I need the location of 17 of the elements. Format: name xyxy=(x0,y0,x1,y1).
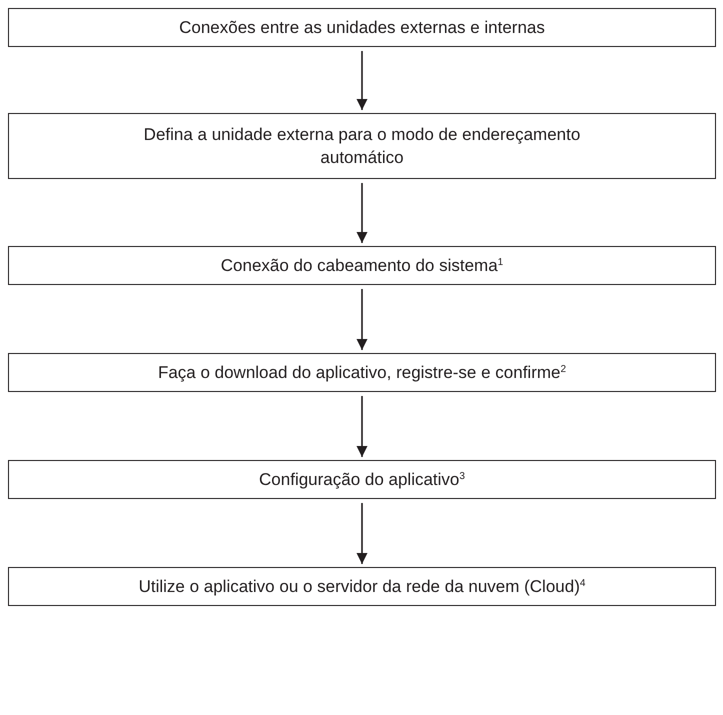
process-box xyxy=(8,246,716,285)
step-text: Conexões entre as unidades externas e internas xyxy=(179,17,545,39)
step-text: Defina a unidade externa para o modo de endereçamento automático xyxy=(142,124,582,169)
arrow xyxy=(356,183,368,243)
process-box xyxy=(8,113,716,179)
process-box xyxy=(8,8,716,47)
arrow xyxy=(356,51,368,110)
arrow xyxy=(356,289,368,350)
step-text: Conexão do cabeamento do sistema$^{1}$ xyxy=(220,255,504,277)
process-box xyxy=(8,460,716,499)
step-text: Utilize o aplicativo ou o servidor da rede da nuvem (Cloud)$^{4}$ xyxy=(138,576,586,598)
step-text: Configuração do aplicativo$^{3}$ xyxy=(259,469,465,491)
step-text: Faça o download do aplicativo, registre-se e confirme$^{2}$ xyxy=(158,362,566,384)
process-box xyxy=(8,567,716,606)
arrow xyxy=(356,396,368,457)
arrow xyxy=(356,503,368,564)
process-box xyxy=(8,353,716,392)
